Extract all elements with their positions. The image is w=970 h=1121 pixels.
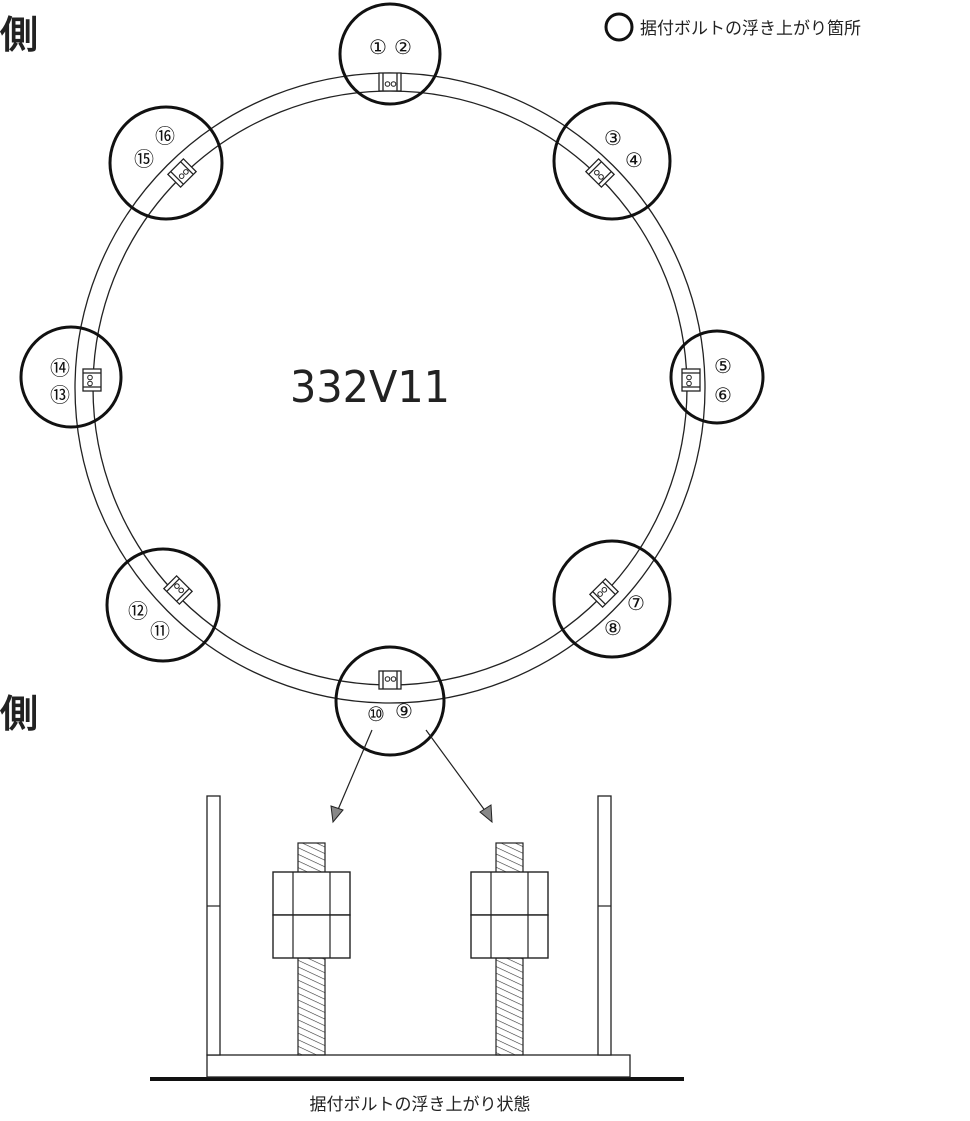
bolt-label: ⑧ [604,616,622,640]
legend-label: 据付ボルトの浮き上がり箇所 [640,19,861,39]
bolt-label: ② [394,35,412,59]
leader-arrows [330,729,493,824]
equipment-id-label: 332V11 [290,362,450,413]
lift-marker-circle [552,539,672,659]
bolt-label: ⑮ [134,147,154,171]
bolt-label: ⑩ [367,702,385,726]
bolt-label: ⑫ [128,599,148,623]
lift-marker-circle [669,329,765,425]
bolt-label: ⑪ [150,619,170,643]
detail-caption: 据付ボルトの浮き上がり状態 [310,1095,531,1115]
bolt-label: ① [369,35,387,59]
bolt-right [470,842,549,1056]
lift-marker-circle [108,105,224,221]
bolt-group-lower-right: ⑦ ⑧ [552,539,672,659]
lift-marker-circle [19,325,123,429]
bolt-group-bottom: ⑩ ⑨ [334,645,446,757]
bolt-group-upper-left: ⑯ ⑮ [108,105,224,221]
legend: 据付ボルトの浮き上がり箇所 [604,12,861,42]
side-label-bottom: 側 [0,692,38,736]
bolt-detail-drawing [150,795,684,1081]
side-label-top: 側 [0,13,38,57]
bolt-left [272,842,351,1056]
arrowhead-icon [330,805,344,824]
lift-marker-circle [552,101,672,221]
bolt-label: ⑥ [714,383,732,407]
arrowhead-icon [479,804,493,824]
bolt-group-top: ① ② [338,2,442,106]
lift-marker-circle [334,645,446,757]
bolt-label: ⑯ [155,124,175,148]
bolt-label: ⑦ [627,591,645,615]
bolt-group-left: ⑭ ⑬ [19,325,123,429]
bolt-label: ⑬ [50,383,70,407]
bolt-label: ④ [625,148,643,172]
bolt-group-upper-right: ③ ④ [552,101,672,221]
bolt-group-lower-left: ⑫ ⑪ [105,547,221,663]
lift-marker-circle [338,2,442,106]
bolt-label: ⑤ [714,354,732,378]
bolt-label: ③ [604,126,622,150]
bolt-label: ⑨ [395,699,413,723]
bolt-group-right: ⑤ ⑥ [669,329,765,425]
lift-marker-circle [105,547,221,663]
legend-circle-icon [604,12,634,42]
bolt-label: ⑭ [50,356,70,380]
